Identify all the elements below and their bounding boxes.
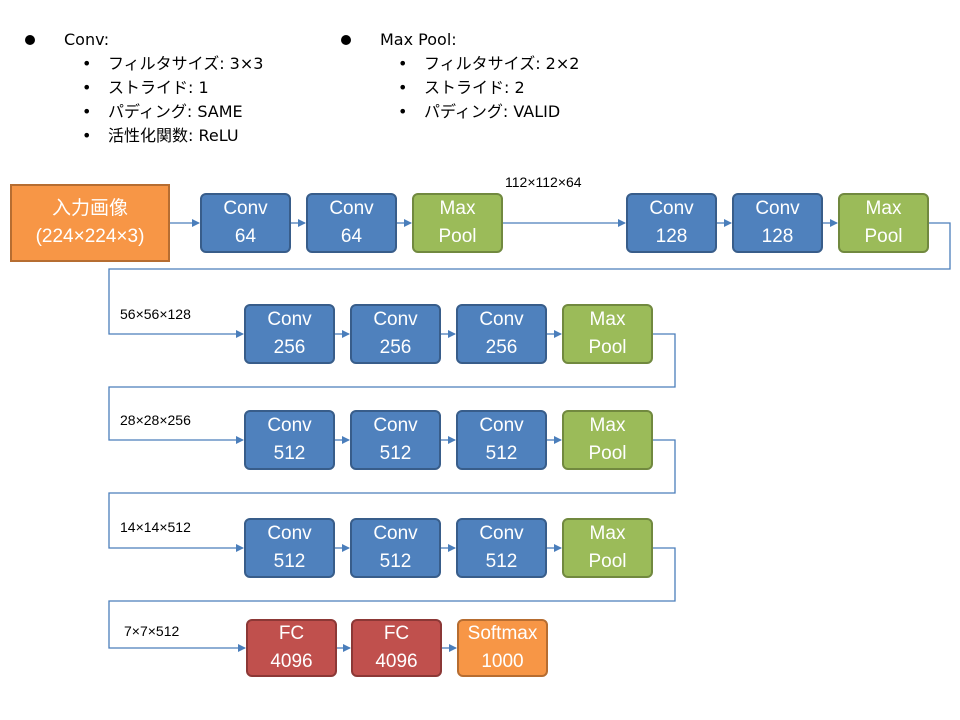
block-size-label: 1000 — [481, 651, 524, 672]
feature-map-size-label: 28×28×256 — [120, 412, 191, 428]
block-size-label: 64 — [340, 226, 363, 247]
block-size-label: 512 — [485, 443, 518, 464]
block-size-label: 4096 — [270, 651, 313, 672]
row-wrap-arrow — [108, 439, 676, 552]
block-type-label: Max — [589, 415, 626, 436]
pool-stride: ストライド: 2 — [334, 76, 579, 100]
block-size-label: 512 — [379, 551, 412, 572]
conv-block: Conv 512 — [244, 410, 335, 470]
block-type-label: Conv — [267, 523, 312, 544]
softmax-block: Softmax 1000 — [457, 619, 548, 677]
conv-legend: Conv: フィルタサイズ: 3×3 ストライド: 1 パディング: SAME … — [18, 28, 263, 148]
conv-block: Conv 64 — [306, 193, 397, 253]
input-image-block: 入力画像 (224×224×3) — [10, 184, 170, 262]
block-type-label: Conv — [373, 415, 418, 436]
block-size-label: 512 — [273, 443, 306, 464]
conv-block: Conv 512 — [456, 518, 547, 578]
fc-block: FC 4096 — [351, 619, 442, 677]
pool-filter-size: フィルタサイズ: 2×2 — [334, 52, 579, 76]
block-type-label: Softmax — [467, 623, 538, 644]
block-type-label: Conv — [755, 198, 800, 219]
block-type-label: Conv — [479, 415, 524, 436]
block-size-label: 512 — [379, 443, 412, 464]
feature-map-size-label: 112×112×64 — [505, 174, 582, 190]
feature-map-size-label: 7×7×512 — [124, 623, 180, 639]
block-size-label: 256 — [485, 337, 518, 358]
block-type-label: Conv — [373, 309, 418, 330]
block-size-label: Pool — [588, 443, 627, 464]
fc-block: FC 4096 — [246, 619, 337, 677]
row-wrap-arrow — [108, 547, 676, 652]
conv-block: Conv 256 — [244, 304, 335, 364]
block-type-label: Conv — [479, 309, 524, 330]
block-size-label: Pool — [588, 551, 627, 572]
block-size-label: 64 — [234, 226, 257, 247]
block-size-label: Pool — [588, 337, 627, 358]
conv-block: Conv 512 — [350, 518, 441, 578]
conv-block: Conv 256 — [456, 304, 547, 364]
block-type-label: Conv — [267, 309, 312, 330]
block-size-label: 512 — [485, 551, 518, 572]
block-type-label: Max — [589, 523, 626, 544]
conv-padding: パディング: SAME — [18, 100, 263, 124]
block-size-label: 128 — [761, 226, 794, 247]
block-type-label: FC — [383, 623, 410, 644]
block-type-label: FC — [278, 623, 305, 644]
block-type-label: Conv — [373, 523, 418, 544]
input-label: 入力画像 — [51, 198, 128, 219]
conv-block: Conv 128 — [732, 193, 823, 253]
block-type-label: Conv — [329, 198, 374, 219]
block-size-label: 128 — [655, 226, 688, 247]
block-type-label: Conv — [479, 523, 524, 544]
conv-legend-title: Conv: — [18, 28, 263, 52]
pool-legend: Max Pool: フィルタサイズ: 2×2 ストライド: 2 パディング: V… — [334, 28, 579, 124]
row-wrap-arrow — [108, 222, 951, 338]
block-size-label: 256 — [379, 337, 412, 358]
conv-block: Conv 512 — [350, 410, 441, 470]
row-wrap-arrow — [108, 333, 676, 444]
block-type-label: Conv — [223, 198, 268, 219]
block-type-label: Conv — [649, 198, 694, 219]
block-size-label: Pool — [864, 226, 903, 247]
conv-block: Conv 64 — [200, 193, 291, 253]
block-type-label: Conv — [267, 415, 312, 436]
block-type-label: Max — [589, 309, 626, 330]
conv-block: Conv 512 — [456, 410, 547, 470]
block-type-label: Max — [865, 198, 902, 219]
conv-block: Conv 256 — [350, 304, 441, 364]
block-type-label: Max — [439, 198, 476, 219]
conv-block: Conv 128 — [626, 193, 717, 253]
block-size-label: 512 — [273, 551, 306, 572]
input-size: (224×224×3) — [35, 226, 145, 247]
pool-padding: パディング: VALID — [334, 100, 579, 124]
conv-block: Conv 512 — [244, 518, 335, 578]
conv-filter-size: フィルタサイズ: 3×3 — [18, 52, 263, 76]
block-size-label: 4096 — [375, 651, 418, 672]
pool-legend-title: Max Pool: — [334, 28, 579, 52]
feature-map-size-label: 14×14×512 — [120, 519, 191, 535]
block-size-label: Pool — [438, 226, 477, 247]
conv-activation: 活性化関数: ReLU — [18, 124, 263, 148]
feature-map-size-label: 56×56×128 — [120, 306, 191, 322]
block-size-label: 256 — [273, 337, 306, 358]
conv-stride: ストライド: 1 — [18, 76, 263, 100]
